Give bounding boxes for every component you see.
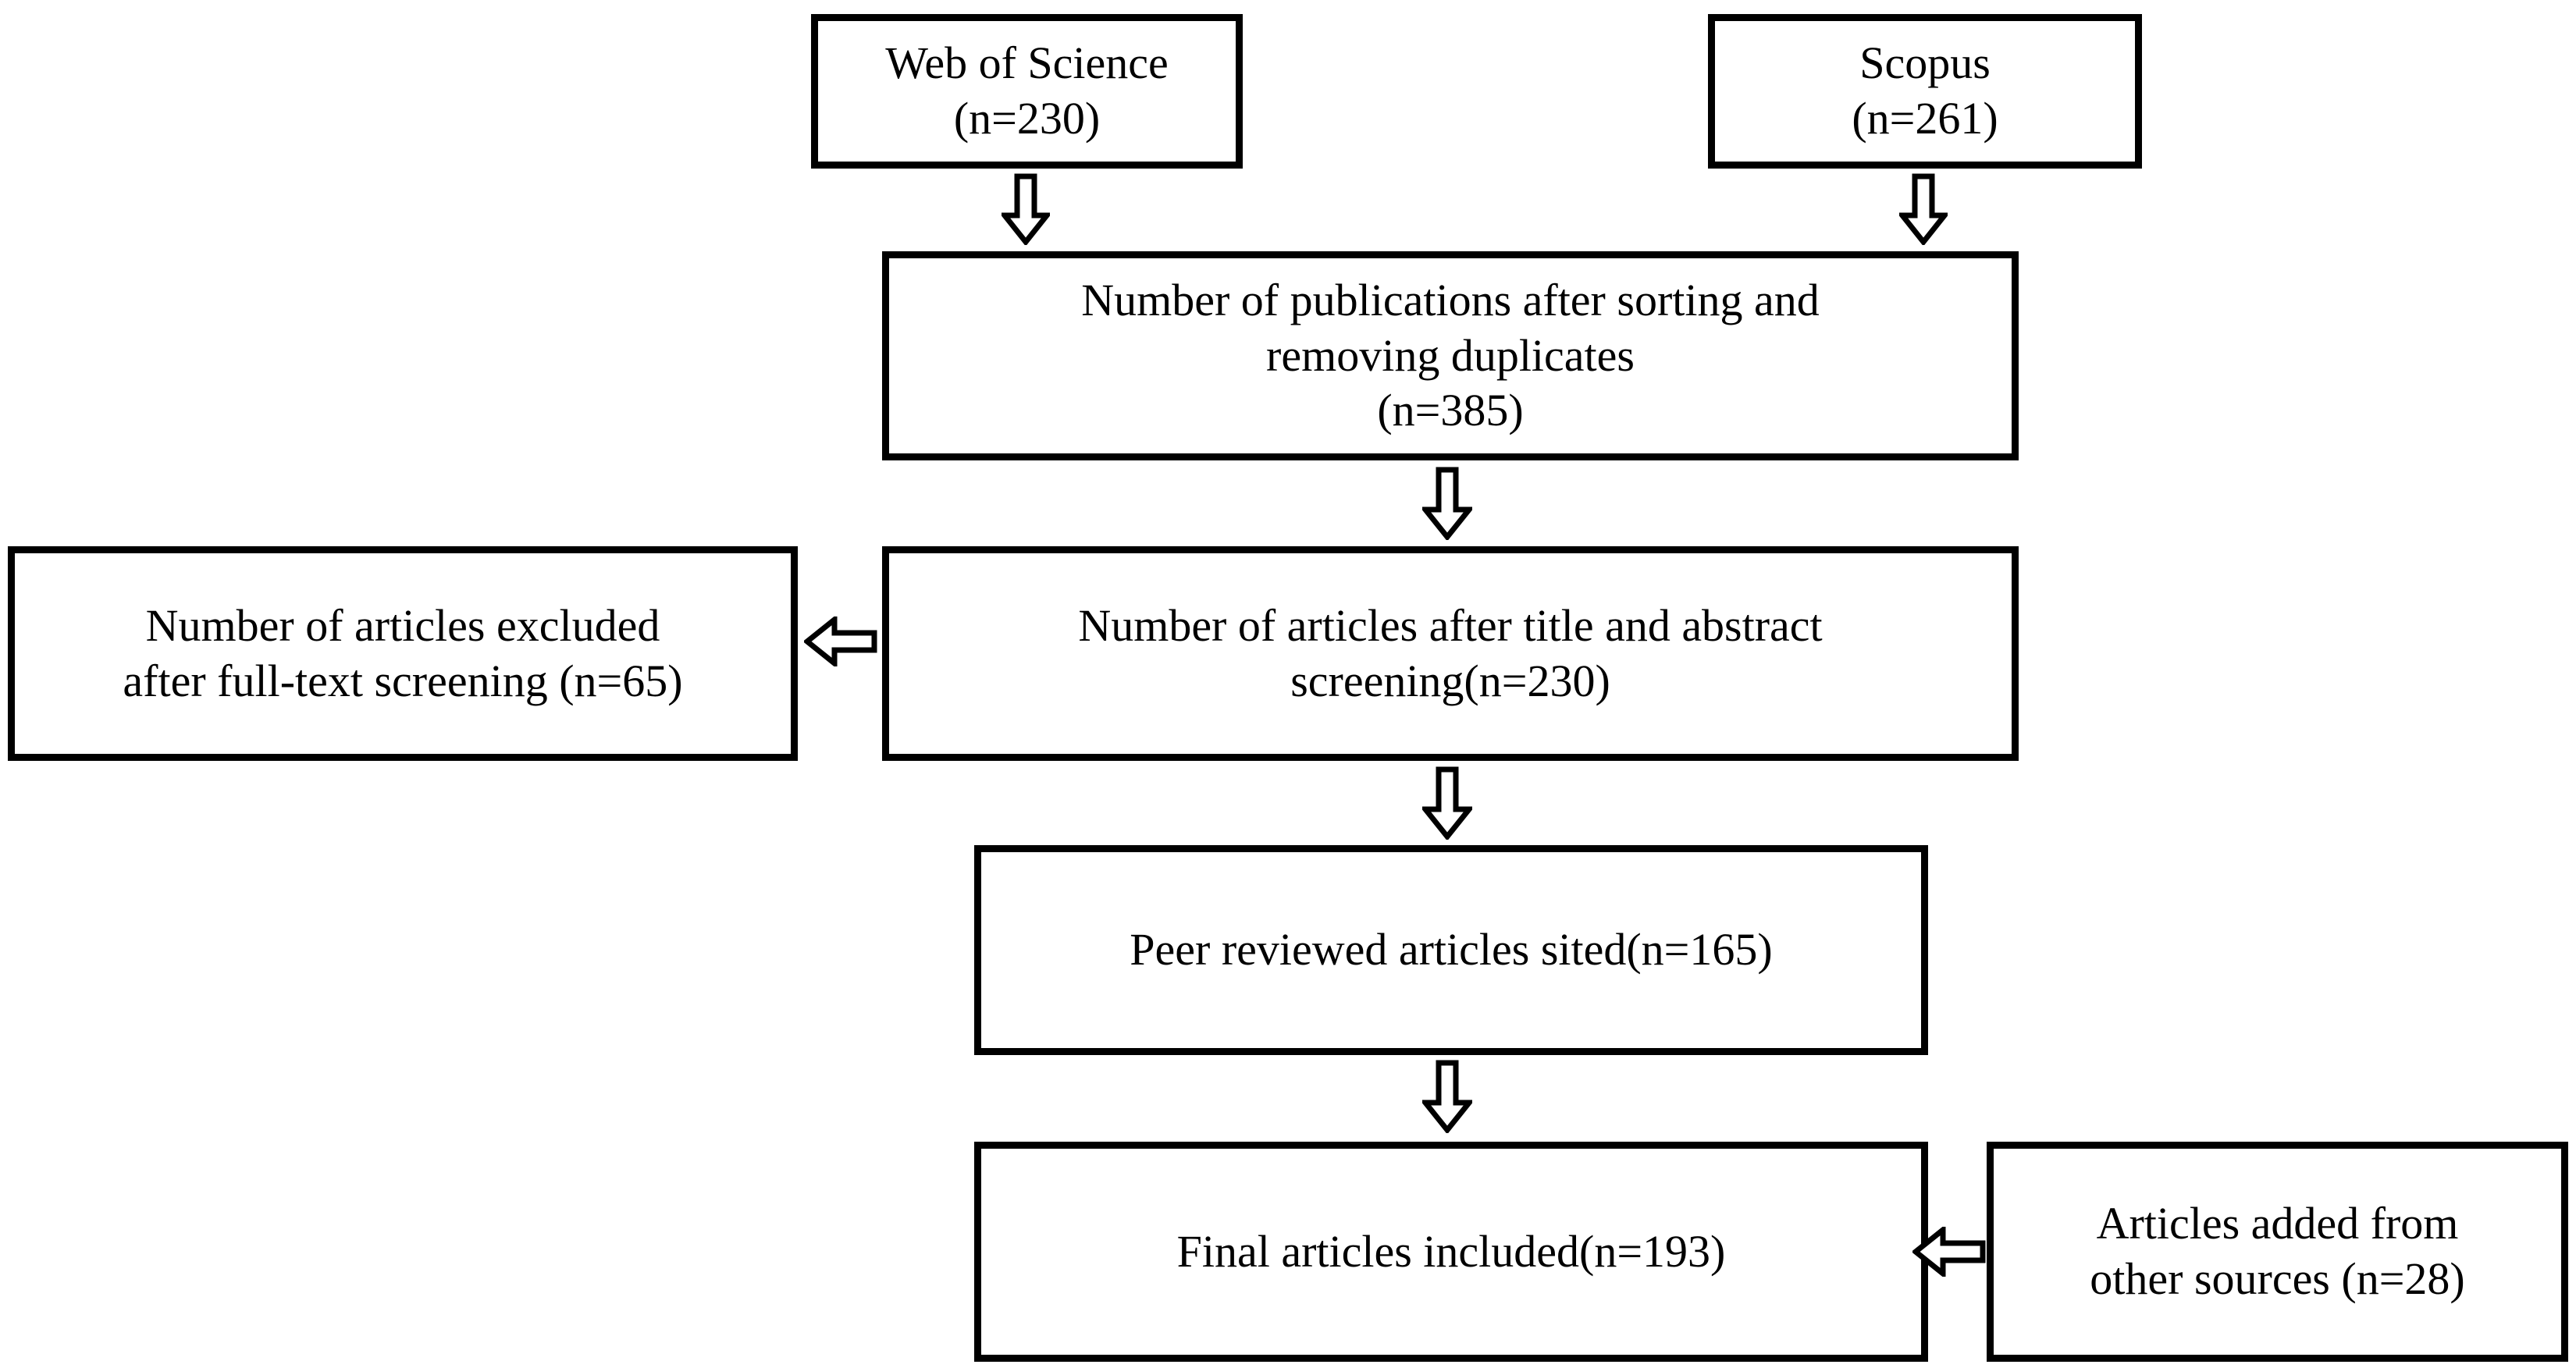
arrow-down-web-of-science-to-dedup: [1002, 173, 1050, 245]
node-web-of-science: Web of Science (n=230): [811, 14, 1243, 169]
arrow-left-screening-to-excluded: [804, 616, 877, 666]
node-publications-after-dedup: Number of publications after sorting and…: [882, 251, 2019, 460]
node-articles-added-other-sources: Articles added from other sources (n=28): [1987, 1142, 2568, 1362]
node-scopus-label: Scopus (n=261): [1852, 37, 1998, 144]
node-excluded-after-fulltext: Number of articles excluded after full-t…: [8, 546, 798, 761]
arrow-down-dedup-to-screening: [1422, 467, 1472, 540]
node-peer-reviewed-articles: Peer reviewed articles sited(n=165): [974, 845, 1928, 1055]
node-articles-added-other-sources-label: Articles added from other sources (n=28): [2090, 1198, 2465, 1304]
arrow-down-screening-to-peer-reviewed: [1422, 766, 1472, 840]
node-peer-reviewed-articles-label: Peer reviewed articles sited(n=165): [1130, 924, 1773, 975]
node-final-articles-included: Final articles included(n=193): [974, 1142, 1928, 1362]
arrow-down-peer-reviewed-to-final: [1422, 1060, 1472, 1133]
node-after-title-abstract-screening-label: Number of articles after title and abstr…: [1078, 599, 1823, 706]
node-after-title-abstract-screening: Number of articles after title and abstr…: [882, 546, 2019, 761]
node-web-of-science-label: Web of Science (n=230): [885, 37, 1169, 144]
arrow-down-scopus-to-dedup: [1899, 173, 1948, 245]
node-scopus: Scopus (n=261): [1708, 14, 2142, 169]
arrow-left-added-sources-to-final: [1912, 1227, 1986, 1277]
node-publications-after-dedup-label: Number of publications after sorting and…: [1081, 274, 1820, 436]
node-final-articles-included-label: Final articles included(n=193): [1176, 1225, 1726, 1277]
node-excluded-after-fulltext-label: Number of articles excluded after full-t…: [123, 599, 683, 706]
